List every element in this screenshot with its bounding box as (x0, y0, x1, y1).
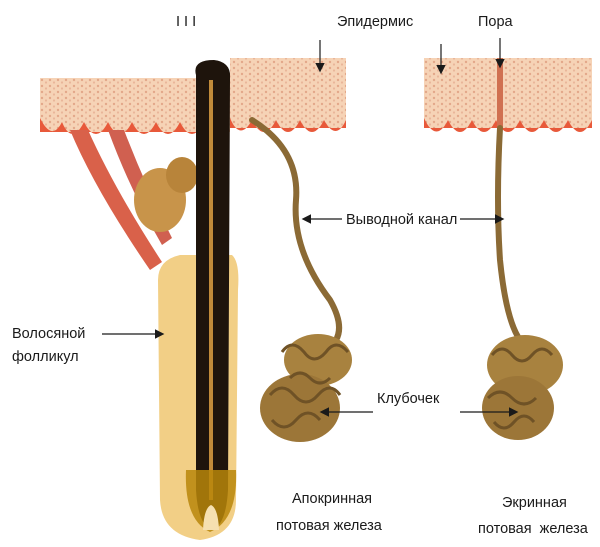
apocrine-label-line1: Апокринная (292, 491, 372, 507)
pore-label: Пора (478, 14, 514, 30)
apocrine-label-line2: потовая железа (276, 518, 383, 534)
follicle-label-line2: фолликул (12, 349, 79, 365)
eccrine-gland-section (424, 58, 592, 440)
epidermis-middle (230, 58, 346, 128)
apocrine-gland-section (230, 58, 352, 442)
follicle-label-line1: Волосяной (12, 326, 85, 342)
apocrine-duct (252, 120, 339, 350)
coil-label: Клубочек (377, 391, 440, 407)
eccrine-label-line1: Экринная (502, 495, 567, 511)
epidermis-right (424, 58, 592, 128)
pore-channel (497, 58, 503, 128)
eccrine-duct (498, 128, 520, 340)
apocrine-coil (260, 334, 352, 442)
hair-shaft-core (209, 80, 213, 500)
eccrine-label-line2: потовая железа (478, 521, 589, 537)
top-marks-label: I I I (176, 14, 196, 30)
duct-label: Выводной канал (346, 212, 457, 228)
sebaceous-gland-lobe (166, 157, 198, 193)
epidermis-label: Эпидермис (337, 14, 413, 30)
hair-follicle-section (40, 60, 238, 540)
eccrine-coil (482, 335, 563, 440)
